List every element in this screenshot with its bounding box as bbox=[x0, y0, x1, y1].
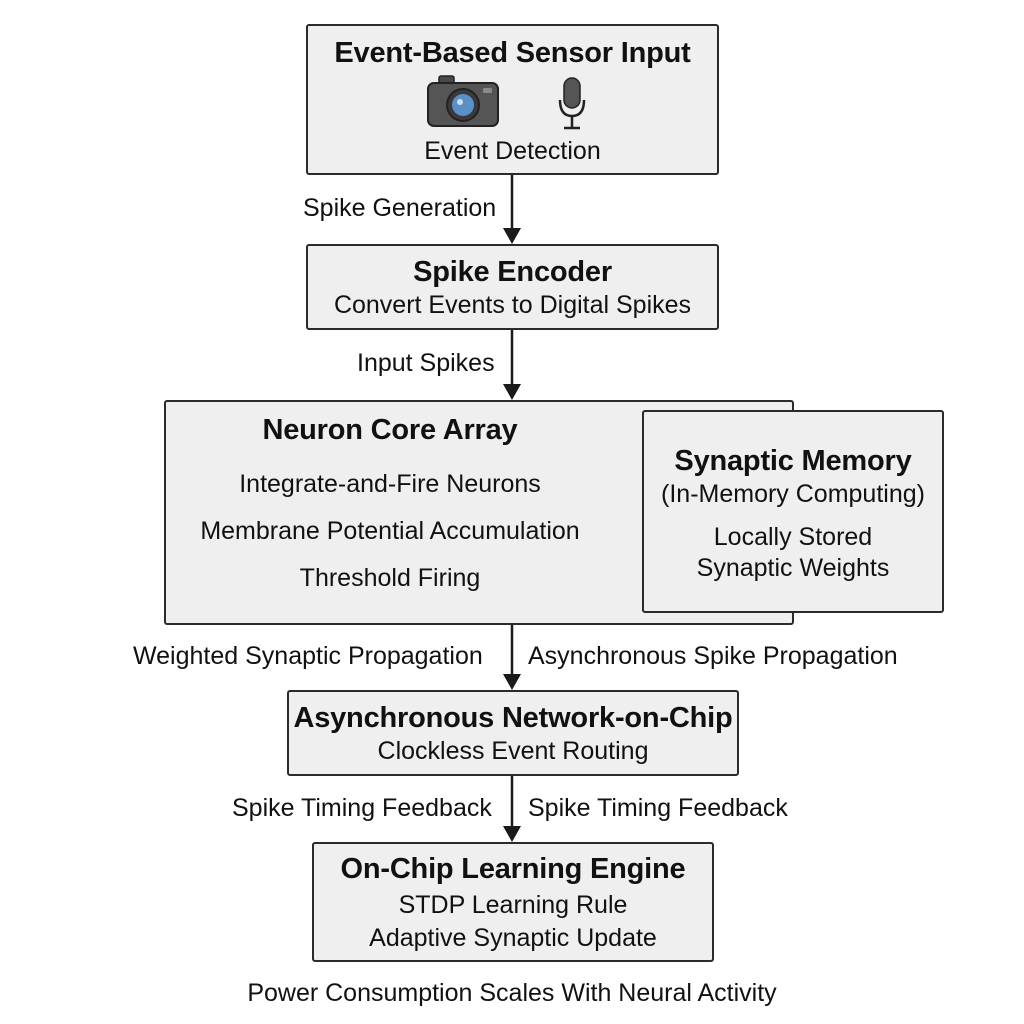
edge-label-spike-generation: Spike Generation bbox=[303, 194, 497, 222]
synaptic-memory-line: Synaptic Weights bbox=[696, 554, 890, 582]
spike-encoder-subtitle: Convert Events to Digital Spikes bbox=[333, 291, 692, 319]
learning-engine-box: On-Chip Learning Engine STDP Learning Ru… bbox=[312, 842, 714, 962]
arrowhead-learning bbox=[503, 826, 521, 842]
spike-encoder-title: Spike Encoder bbox=[413, 256, 612, 288]
edge-label-feedback-left: Spike Timing Feedback bbox=[232, 794, 492, 822]
camera-icon bbox=[426, 74, 500, 128]
neuron-core-title: Neuron Core Array bbox=[262, 414, 518, 446]
microphone-icon bbox=[556, 76, 588, 132]
edge-label-input-spikes: Input Spikes bbox=[357, 349, 495, 377]
edge-label-async-propagation: Asynchronous Spike Propagation bbox=[528, 642, 898, 670]
sensor-input-subtitle: Event Detection bbox=[424, 137, 601, 165]
synaptic-memory-line: Locally Stored bbox=[713, 523, 873, 551]
sensor-input-title: Event-Based Sensor Input bbox=[334, 37, 691, 69]
synaptic-memory-subtitle: (In-Memory Computing) bbox=[661, 480, 925, 508]
neuron-core-line: Threshold Firing bbox=[299, 564, 481, 592]
synaptic-memory-title: Synaptic Memory bbox=[674, 445, 912, 477]
learning-engine-line: Adaptive Synaptic Update bbox=[369, 924, 657, 952]
neuron-core-line: Membrane Potential Accumulation bbox=[200, 517, 580, 545]
synaptic-memory-box: Synaptic Memory (In-Memory Computing) Lo… bbox=[642, 410, 944, 613]
network-on-chip-subtitle: Clockless Event Routing bbox=[377, 737, 649, 765]
learning-engine-line: STDP Learning Rule bbox=[398, 891, 628, 919]
sensor-input-box: Event-Based Sensor Input Event Detection bbox=[306, 24, 719, 175]
edge-label-weighted-propagation: Weighted Synaptic Propagation bbox=[133, 642, 483, 670]
edge-label-feedback-right: Spike Timing Feedback bbox=[528, 794, 788, 822]
spike-encoder-box: Spike Encoder Convert Events to Digital … bbox=[306, 244, 719, 330]
arrowhead-core bbox=[503, 384, 521, 400]
arrowhead-noc bbox=[503, 674, 521, 690]
learning-engine-title: On-Chip Learning Engine bbox=[340, 853, 686, 885]
network-on-chip-box: Asynchronous Network-on-Chip Clockless E… bbox=[287, 690, 739, 776]
footer-caption: Power Consumption Scales With Neural Act… bbox=[247, 979, 777, 1007]
neuron-core-line: Integrate-and-Fire Neurons bbox=[239, 470, 541, 498]
arrowhead-encoder bbox=[503, 228, 521, 244]
neuron-core-text: Neuron Core Array Integrate-and-Fire Neu… bbox=[166, 402, 614, 623]
network-on-chip-title: Asynchronous Network-on-Chip bbox=[293, 702, 733, 734]
